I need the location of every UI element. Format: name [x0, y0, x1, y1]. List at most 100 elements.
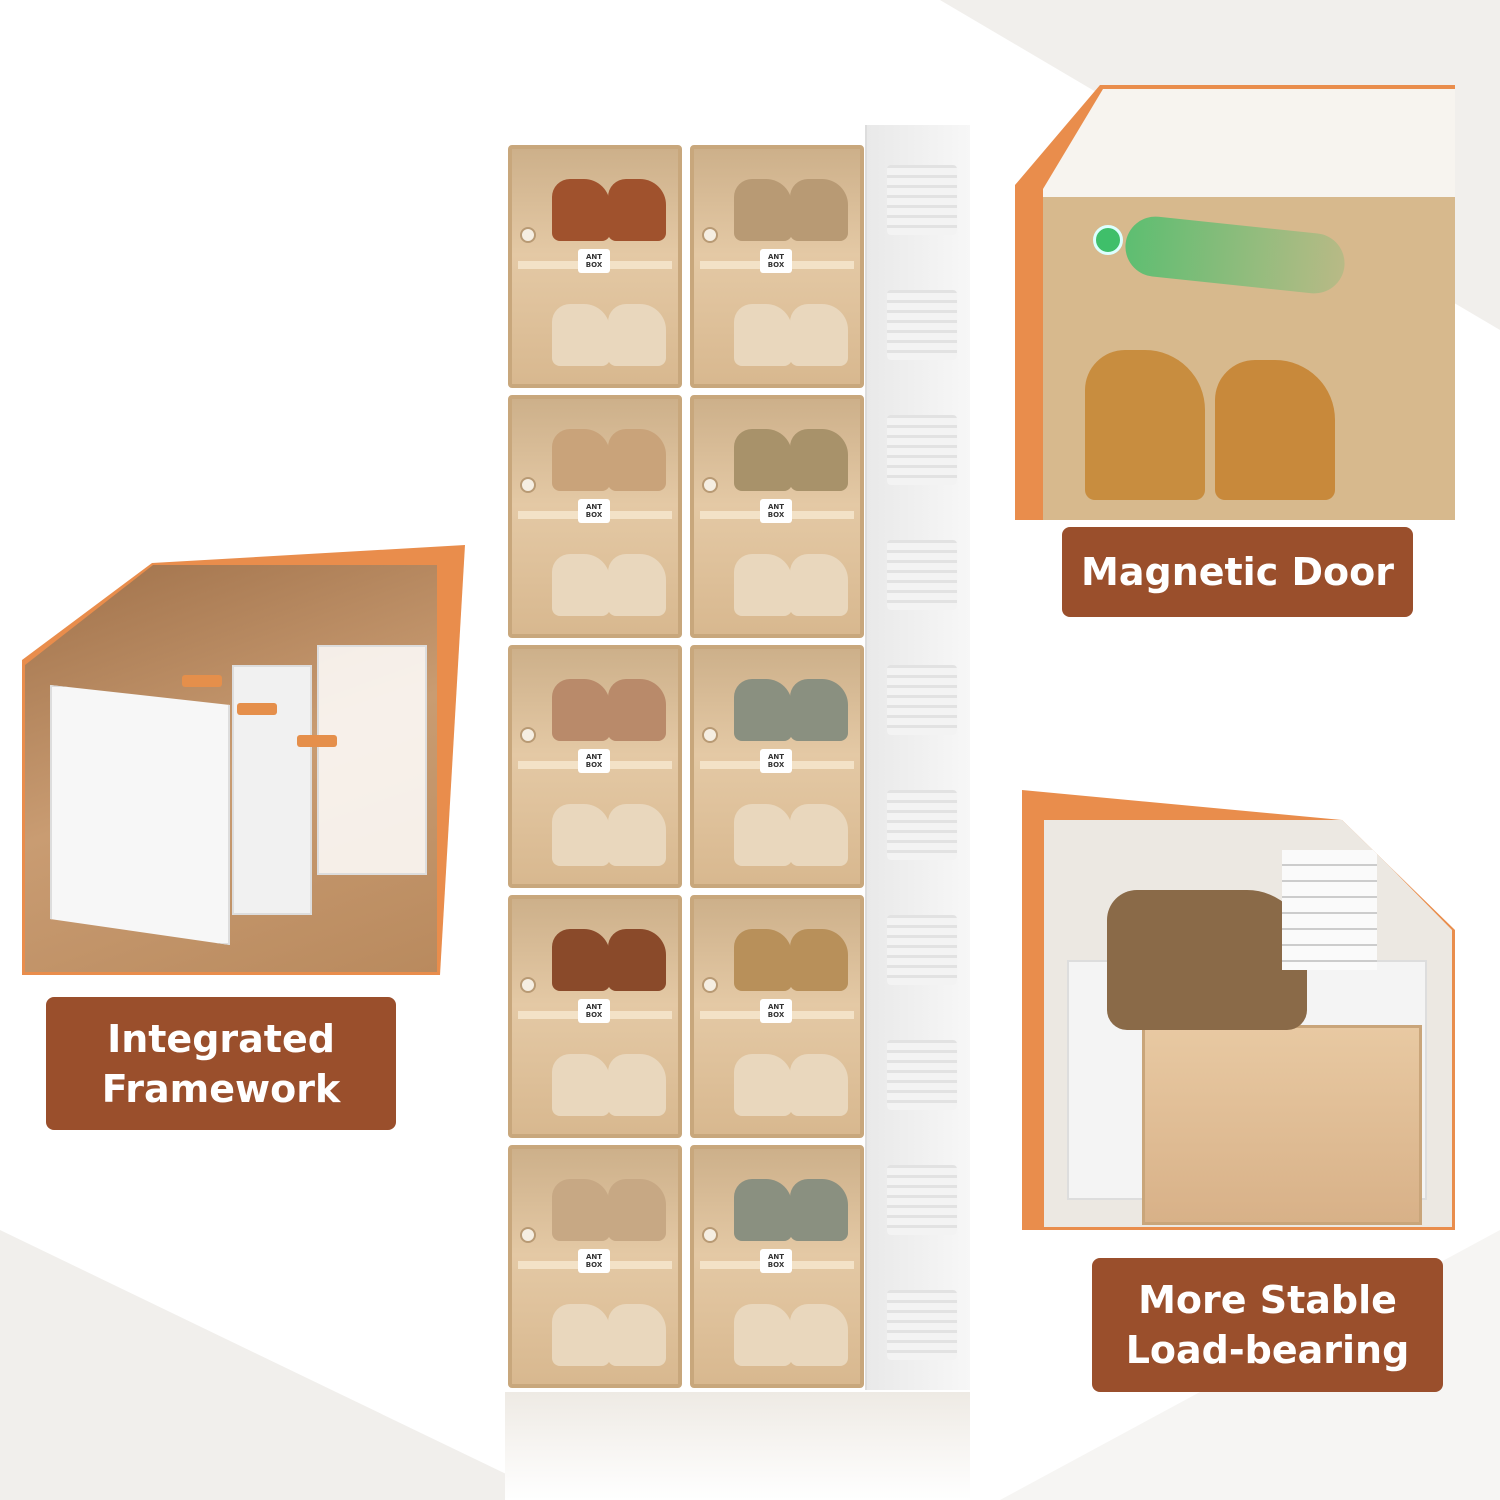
shoe-box-door[interactable]: ANT BOX: [690, 895, 864, 1138]
duffel-bag: [1107, 890, 1307, 1030]
shoe: [608, 304, 666, 366]
shoe: [734, 179, 792, 241]
shoe: [608, 554, 666, 616]
door-knob[interactable]: [702, 1227, 718, 1243]
shoe: [734, 804, 792, 866]
shoe: [790, 429, 848, 491]
shoe: [734, 1179, 792, 1241]
shoe-box-door[interactable]: ANT BOX: [508, 145, 682, 388]
shoe: [608, 179, 666, 241]
load-bearing-closeup: [1022, 790, 1455, 1230]
brand-badge: ANT BOX: [578, 749, 610, 773]
door-knob[interactable]: [520, 727, 536, 743]
book-stack: [1282, 850, 1377, 970]
shoe: [790, 1179, 848, 1241]
label-text: Magnetic Door: [1081, 550, 1394, 594]
arrow-tag-icon: [237, 703, 277, 715]
shoe: [608, 429, 666, 491]
door-knob[interactable]: [702, 227, 718, 243]
shoe: [552, 429, 610, 491]
label-text: More Stable: [1138, 1278, 1397, 1322]
door-knob[interactable]: [520, 227, 536, 243]
shoe: [734, 929, 792, 991]
high-heel-shoe: [1215, 360, 1335, 500]
magnetic-door-label: Magnetic Door: [1062, 527, 1413, 617]
shoe: [552, 1179, 610, 1241]
brand-badge: ANT BOX: [578, 249, 610, 273]
brand-badge: ANT BOX: [578, 999, 610, 1023]
side-vent: [887, 1165, 957, 1235]
shoe: [790, 554, 848, 616]
shoe: [552, 804, 610, 866]
shoe: [552, 1304, 610, 1366]
shoe-box-door[interactable]: ANT BOX: [508, 645, 682, 888]
shoe: [734, 429, 792, 491]
shoe: [734, 304, 792, 366]
shoe-box-door[interactable]: ANT BOX: [508, 395, 682, 638]
side-vent: [887, 290, 957, 360]
shoe: [734, 679, 792, 741]
folded-panel: [50, 685, 230, 945]
arrow-tag-icon: [182, 675, 222, 687]
shoe: [790, 679, 848, 741]
magnetic-door-closeup: [1015, 85, 1455, 520]
shoe-box-door[interactable]: ANT BOX: [508, 1145, 682, 1388]
shoe: [790, 929, 848, 991]
brand-badge: ANT BOX: [578, 1249, 610, 1273]
shoe: [734, 1304, 792, 1366]
door-knob[interactable]: [520, 1227, 536, 1243]
shoe-box-door[interactable]: ANT BOX: [508, 895, 682, 1138]
arrow-tag-icon: [297, 735, 337, 747]
shoe: [790, 1054, 848, 1116]
door-knob[interactable]: [702, 727, 718, 743]
shoe: [608, 1179, 666, 1241]
shoe-box-door[interactable]: ANT BOX: [690, 1145, 864, 1388]
shoe: [552, 679, 610, 741]
side-vent: [887, 165, 957, 235]
shoe: [790, 804, 848, 866]
shoe: [552, 929, 610, 991]
shoe: [790, 179, 848, 241]
door-knob[interactable]: [702, 477, 718, 493]
folded-panel: [317, 645, 427, 875]
label-text: Integrated: [107, 1016, 335, 1061]
side-vent: [887, 540, 957, 610]
door-knob[interactable]: [520, 977, 536, 993]
integrated-framework-label: Integrated Framework: [46, 997, 396, 1130]
shoe: [608, 804, 666, 866]
shoe-box-door[interactable]: ANT BOX: [690, 395, 864, 638]
side-vent: [887, 1040, 957, 1110]
door-knob[interactable]: [702, 977, 718, 993]
shoe: [734, 554, 792, 616]
load-bearing-label: More Stable Load-bearing: [1092, 1258, 1443, 1392]
high-heel-shoe: [1085, 350, 1205, 500]
shoe: [552, 304, 610, 366]
floor-reflection: [505, 1392, 970, 1500]
cabinet-doors: [1142, 1025, 1422, 1225]
side-vent: [887, 665, 957, 735]
side-vent: [887, 1290, 957, 1360]
side-vent: [887, 790, 957, 860]
label-text: Load-bearing: [1125, 1328, 1410, 1372]
shoe: [608, 1304, 666, 1366]
brand-badge: ANT BOX: [760, 1249, 792, 1273]
shoe: [608, 1054, 666, 1116]
integrated-framework-closeup: [22, 545, 465, 975]
side-vent: [887, 415, 957, 485]
brand-badge: ANT BOX: [760, 749, 792, 773]
side-vent: [887, 915, 957, 985]
shoe: [552, 179, 610, 241]
shoe: [734, 1054, 792, 1116]
shoe: [552, 1054, 610, 1116]
door-knob[interactable]: [520, 477, 536, 493]
shoe: [790, 1304, 848, 1366]
shoe: [608, 929, 666, 991]
label-text: Framework: [101, 1066, 341, 1111]
magnet-icon: [1093, 225, 1123, 255]
shoe-box-door[interactable]: ANT BOX: [690, 145, 864, 388]
shoe-box-door[interactable]: ANT BOX: [690, 645, 864, 888]
shoe: [552, 554, 610, 616]
cabinet-side-panel: [865, 125, 970, 1390]
brand-badge: ANT BOX: [760, 999, 792, 1023]
brand-badge: ANT BOX: [760, 499, 792, 523]
